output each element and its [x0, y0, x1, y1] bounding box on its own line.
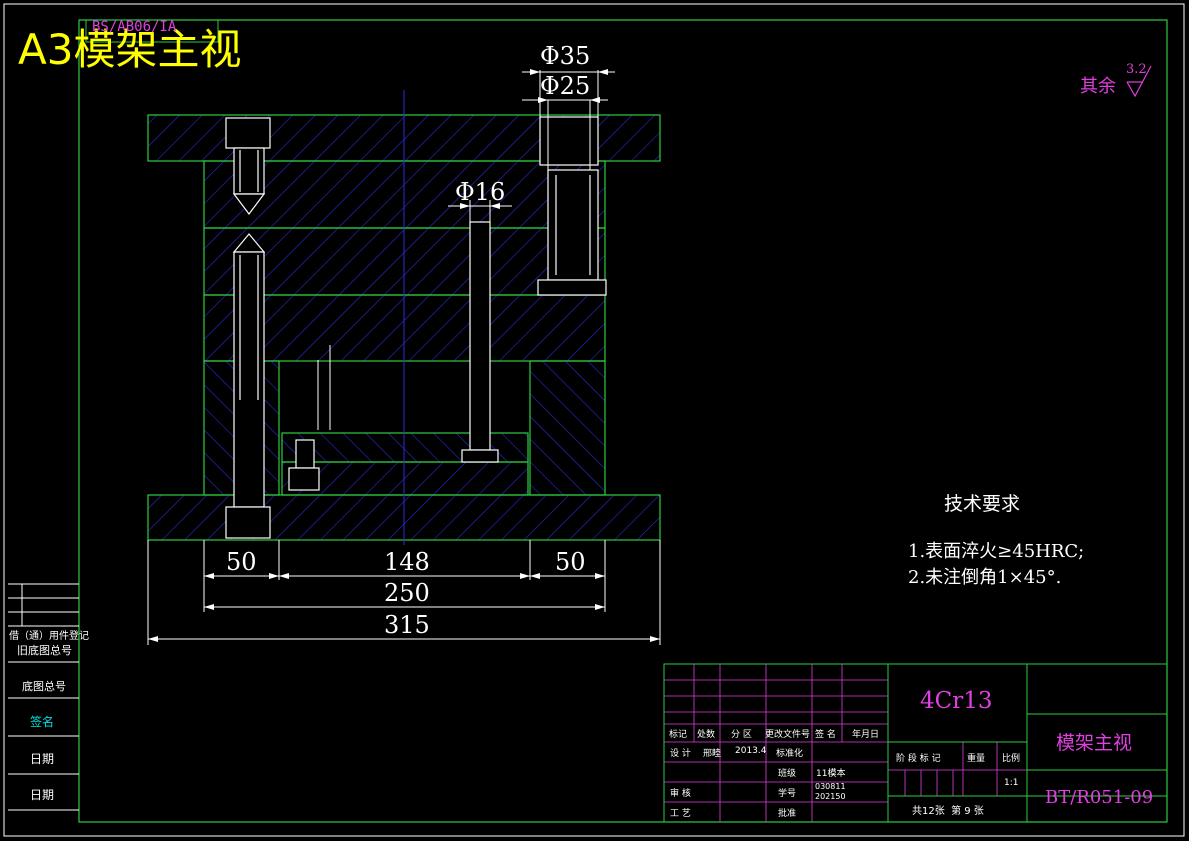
tech-heading: 技术要求: [944, 493, 1021, 515]
tb-h-date: 年月日: [852, 730, 880, 740]
dim-phi25: Φ25: [540, 72, 591, 100]
tb-design-label: 设 计: [670, 749, 691, 759]
guide-pin: [537, 116, 607, 296]
tb-material: 4Cr13: [920, 688, 993, 714]
sheet-title: A3模架主视: [18, 25, 242, 74]
tb-weight: 重量: [967, 754, 986, 764]
tb-review: 审 核: [670, 789, 691, 799]
tb-id-value2: 202150: [815, 792, 846, 801]
strip-row4: 签名: [30, 715, 55, 729]
strip-row2: 旧底图总号: [17, 644, 72, 657]
tb-scale-label: 比例: [1002, 754, 1021, 764]
tb-id-value1: 030811: [815, 782, 846, 791]
dimension-arrows: [148, 69, 660, 642]
tb-h-count: 处数: [697, 730, 716, 740]
corner-stamp-box: [85, 19, 219, 43]
tb-class-value: 11模本: [816, 769, 846, 779]
mold-base: [147, 90, 661, 545]
tb-approve: 批准: [778, 809, 797, 819]
tb-class-label: 班级: [778, 769, 797, 779]
left-strip-grid: [8, 583, 79, 811]
title-block-frame: [663, 663, 1168, 823]
tb-stage-mark: 阶 段 标 记: [896, 754, 941, 764]
long-bolt: [225, 233, 271, 539]
dim-phi16: Φ16: [455, 178, 506, 206]
dim-50-left: 50: [226, 548, 257, 576]
roughness-value: 3.2: [1126, 62, 1147, 77]
roughness-symbol-icon: [1126, 65, 1152, 98]
strip-row5: 日期: [30, 752, 55, 766]
tb-h-docno: 更改文件号: [765, 730, 811, 740]
tb-design-date: 2013.4: [735, 746, 767, 756]
strip-row6: 日期: [30, 788, 55, 802]
tb-h-sign: 签 名: [815, 730, 836, 740]
inner-border: [78, 19, 1168, 823]
tb-designer: 邢睦: [703, 749, 722, 759]
spacer-block-right: [529, 360, 606, 496]
roughness-label: 其余: [1080, 76, 1116, 97]
top-screw: [225, 117, 271, 215]
tb-drawing-no: BT/R051-09: [1045, 787, 1154, 808]
return-pin: [461, 221, 499, 463]
tb-sheets: 共12张 第 9 张: [912, 806, 984, 817]
strip-row3: 底图总号: [22, 680, 66, 693]
tech-line2: 2.未注倒角1×45°.: [908, 567, 1062, 588]
ejector-plate: [281, 461, 529, 496]
title-block-grid: [664, 664, 1027, 822]
tb-standard: 标准化: [776, 749, 804, 759]
tb-craft: 工 艺: [670, 809, 691, 819]
tech-line1: 1.表面淬火≥45HRC;: [908, 541, 1085, 562]
dim-phi35: Φ35: [540, 42, 591, 70]
dim-250: 250: [384, 579, 430, 607]
ejector-screw: [288, 439, 320, 491]
tb-h-zone: 分 区: [731, 730, 752, 740]
strip-row1: 借（通）用件登记: [9, 631, 89, 642]
dim-50-right: 50: [555, 548, 586, 576]
tb-id-label: 学号: [778, 789, 797, 799]
tb-h-mark: 标记: [669, 730, 688, 740]
dim-315: 315: [384, 611, 430, 639]
tb-drawing-name: 模架主视: [1056, 732, 1133, 754]
dim-148: 148: [384, 548, 430, 576]
tb-scale-value: 1:1: [1004, 778, 1019, 788]
outer-border: [3, 3, 1185, 837]
corner-stamp: BS/AB06/IA: [92, 19, 177, 35]
